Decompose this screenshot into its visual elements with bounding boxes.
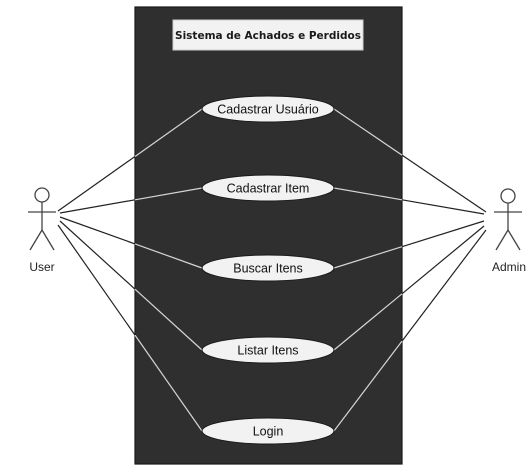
use-case-ellipse[interactable] — [201, 174, 335, 202]
association-line-admin — [401, 229, 487, 342]
actor-user[interactable]: User — [28, 187, 56, 274]
stick-figure-icon — [494, 188, 522, 251]
association-line-admin — [333, 340, 403, 432]
association-line-admin — [401, 225, 485, 295]
use-case-buscar-itens[interactable]: Buscar Itens — [201, 254, 335, 282]
use-case-cadastrar-item[interactable]: Cadastrar Item — [201, 174, 335, 202]
association-line-admin — [401, 154, 487, 213]
association-line-user — [134, 243, 203, 269]
association-line-admin — [333, 293, 403, 351]
actor-admin[interactable]: Admin — [492, 188, 526, 274]
association-line-admin — [333, 108, 403, 156]
use-case-ellipse[interactable] — [201, 417, 335, 445]
use-case-label: Login — [253, 425, 284, 439]
association-line-user — [59, 220, 136, 290]
use-case-ellipse[interactable] — [201, 336, 335, 364]
use-case-cadastrar-usuario[interactable]: Cadastrar Usuário — [201, 95, 335, 123]
association-line-user — [134, 187, 203, 201]
association-line-user — [134, 288, 203, 351]
use-case-listar-itens[interactable]: Listar Itens — [201, 336, 335, 364]
use-case-ellipse[interactable] — [201, 95, 335, 123]
system-title-background — [172, 19, 364, 51]
use-case-ellipse[interactable] — [201, 254, 335, 282]
actor-label: Admin — [492, 260, 526, 274]
association-line-user — [59, 216, 136, 245]
use-case-label: Cadastrar Item — [227, 182, 310, 196]
stick-figure-icon — [28, 187, 56, 251]
association-line-user — [57, 224, 136, 336]
association-line-admin — [333, 187, 403, 201]
association-line-admin — [333, 246, 403, 269]
association-line-user — [134, 334, 203, 432]
association-lines — [57, 108, 487, 432]
association-line-user — [57, 155, 136, 212]
system-title-box: Sistema de Achados e Perdidos — [172, 19, 364, 51]
association-line-user — [134, 108, 203, 157]
actor-label: User — [29, 260, 54, 274]
use-case-label: Cadastrar Usuário — [217, 103, 318, 117]
association-line-admin — [401, 220, 485, 248]
use-case-label: Listar Itens — [237, 344, 298, 358]
association-line-admin — [401, 199, 485, 215]
use-case-label: Buscar Itens — [233, 262, 302, 276]
system-title: Sistema de Achados e Perdidos — [175, 30, 361, 42]
system-boundary — [134, 6, 403, 465]
association-line-user — [59, 199, 136, 214]
use-case-login[interactable]: Login — [201, 417, 335, 445]
